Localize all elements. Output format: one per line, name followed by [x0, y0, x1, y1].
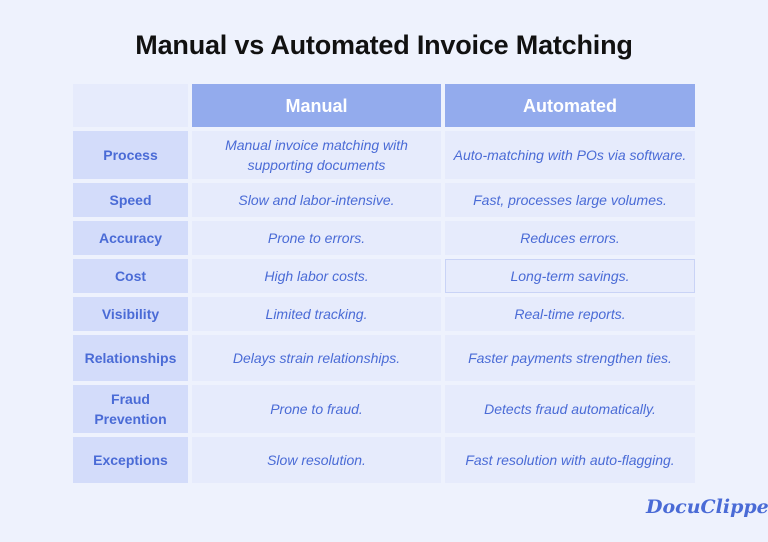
docuclipper-logo: DocuClipper	[646, 496, 768, 518]
row-label: Visibility	[73, 297, 188, 331]
manual-cell: Manual invoice matching with supporting …	[192, 131, 441, 179]
automated-cell: Auto-matching with POs via software.	[445, 131, 695, 179]
header-manual: Manual	[192, 84, 441, 127]
header-automated: Automated	[445, 84, 695, 127]
automated-cell: Faster payments strengthen ties.	[445, 335, 695, 381]
automated-cell: Detects fraud automatically.	[445, 385, 695, 433]
row-label: Speed	[73, 183, 188, 217]
page-title: Manual vs Automated Invoice Matching	[135, 30, 633, 60]
manual-cell: Slow resolution.	[192, 437, 441, 483]
row-label: Exceptions	[73, 437, 188, 483]
row-label: Fraud Prevention	[73, 385, 188, 433]
manual-cell: Limited tracking.	[192, 297, 441, 331]
row-label: Relationships	[73, 335, 188, 381]
manual-cell: Delays strain relationships.	[192, 335, 441, 381]
row-label: Process	[73, 131, 188, 179]
manual-cell: High labor costs.	[192, 259, 441, 293]
manual-cell: Prone to fraud.	[192, 385, 441, 433]
automated-cell: Long-term savings.	[445, 259, 695, 293]
automated-cell: Fast, processes large volumes.	[445, 183, 695, 217]
header-corner-cell	[73, 84, 188, 127]
manual-cell: Slow and labor-intensive.	[192, 183, 441, 217]
manual-cell: Prone to errors.	[192, 221, 441, 255]
row-label: Cost	[73, 259, 188, 293]
automated-cell: Real-time reports.	[445, 297, 695, 331]
automated-cell: Reduces errors.	[445, 221, 695, 255]
row-label: Accuracy	[73, 221, 188, 255]
automated-cell: Fast resolution with auto-flagging.	[445, 437, 695, 483]
